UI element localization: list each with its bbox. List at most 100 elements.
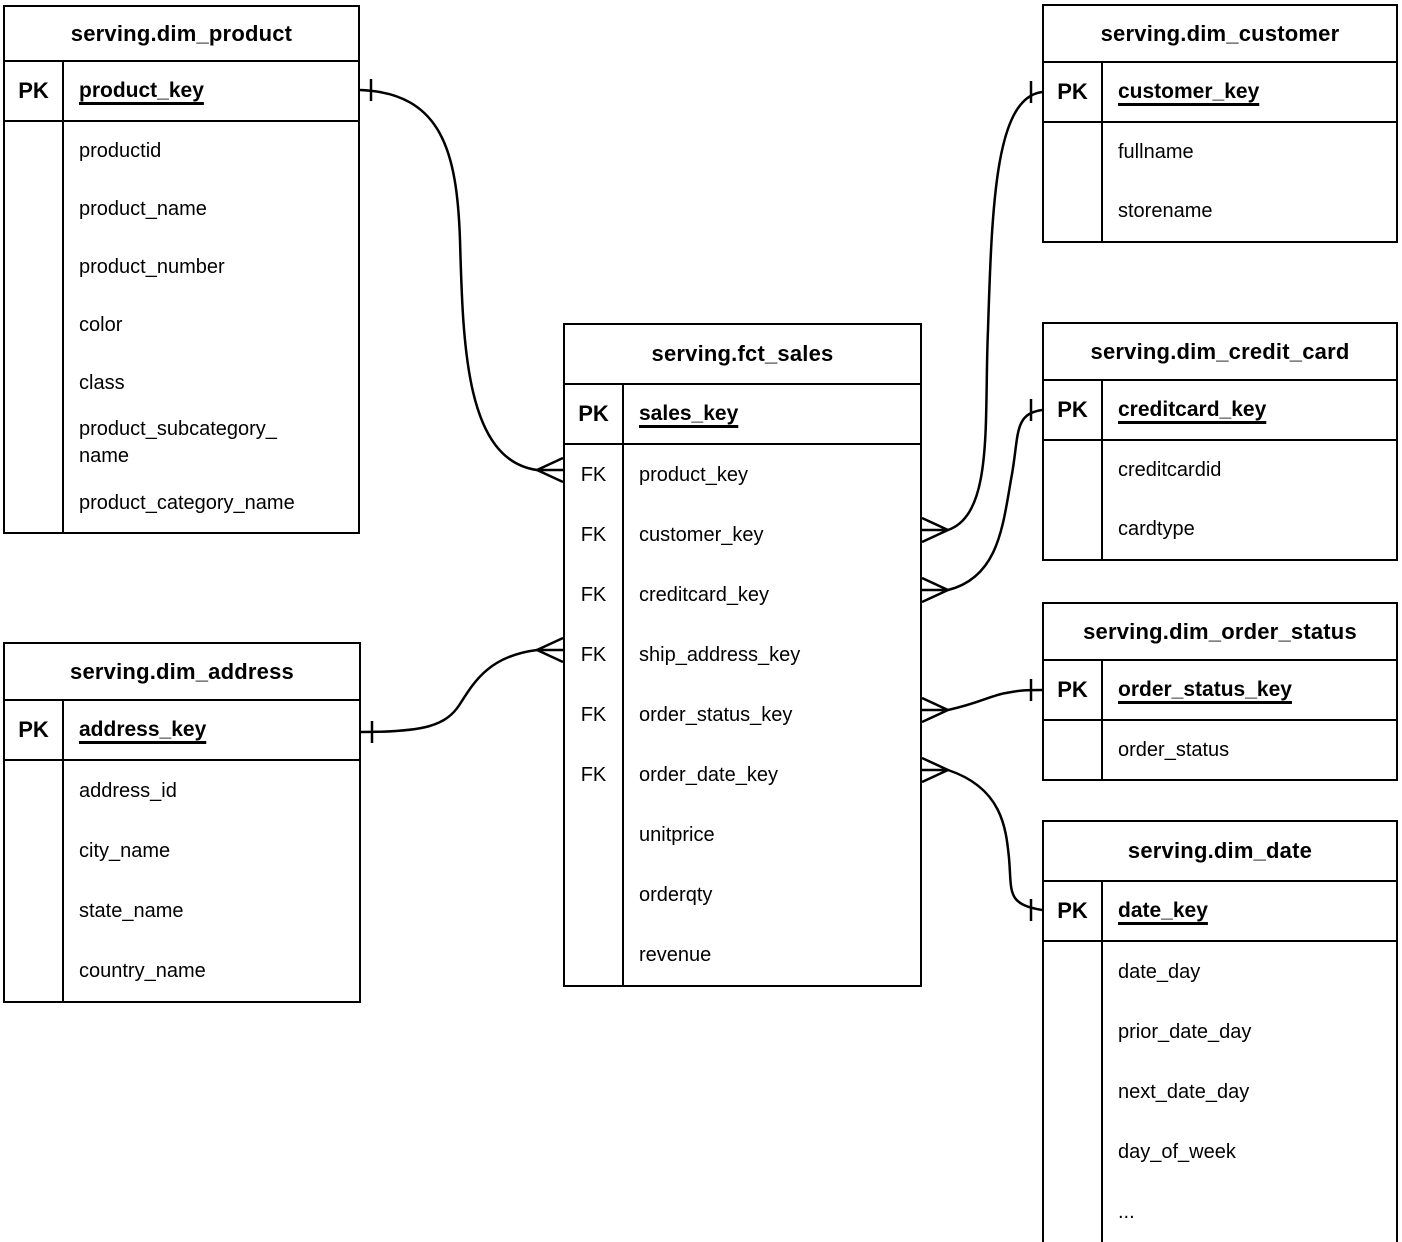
- field-name: creditcard_key: [639, 583, 770, 606]
- table-row: date_day: [1044, 942, 1396, 1002]
- table-dim-address: serving.dim_address PK address_key addre…: [3, 642, 361, 1003]
- many-crowfoot-icon: [921, 516, 950, 544]
- many-crowfoot-icon: [921, 756, 950, 784]
- relationship-line: [947, 768, 1043, 912]
- table-row: order_status: [1044, 721, 1396, 779]
- field-name: next_date_day: [1118, 1080, 1250, 1103]
- field-name: state_name: [79, 899, 184, 922]
- field-name: revenue: [639, 943, 712, 966]
- key-label: [5, 238, 64, 296]
- pk-field-name: order_status_key: [1118, 677, 1292, 701]
- many-crowfoot-icon: [535, 636, 564, 664]
- table-row: creditcardid: [1044, 441, 1396, 500]
- key-label: [1044, 1062, 1103, 1122]
- table-row: address_id: [5, 761, 359, 821]
- table-row: unitprice: [565, 805, 920, 865]
- key-label: [565, 805, 624, 865]
- table-row: product_category_name: [5, 474, 358, 532]
- field-name: product_name: [79, 197, 207, 220]
- key-label: [5, 474, 64, 532]
- table-row: next_date_day: [1044, 1062, 1396, 1122]
- key-label: [5, 180, 64, 238]
- field-name: product_number: [79, 255, 225, 278]
- key-label: [5, 941, 64, 1001]
- table-row: FK order_date_key: [565, 745, 920, 805]
- key-label: [5, 122, 64, 180]
- key-label: [1044, 942, 1103, 1002]
- table-row: FK customer_key: [565, 505, 920, 565]
- key-label: [565, 865, 624, 925]
- table-row: class: [5, 354, 358, 412]
- pk-field-name: date_key: [1118, 898, 1208, 922]
- field-name: order_date_key: [639, 763, 778, 786]
- field-name: product_subcategory_ name: [79, 418, 277, 467]
- relationship-line: [947, 408, 1043, 592]
- many-crowfoot-icon: [921, 576, 950, 604]
- field-name: order_status_key: [639, 703, 793, 726]
- key-label: [5, 296, 64, 354]
- key-label: [1044, 1002, 1103, 1062]
- relationship-orderdate-sales: [921, 756, 1043, 921]
- pk-key-label: PK: [5, 701, 64, 759]
- field-name: customer_key: [639, 523, 764, 546]
- pk-field-name: sales_key: [639, 401, 739, 425]
- pk-row: PK product_key: [5, 62, 358, 122]
- field-name: prior_date_day: [1118, 1020, 1252, 1043]
- key-label: [5, 412, 64, 474]
- pk-field-name: creditcard_key: [1118, 397, 1267, 421]
- table-dim-product: serving.dim_product PK product_key produ…: [3, 5, 360, 534]
- many-crowfoot-icon: [535, 456, 564, 484]
- table-fields: date_day prior_date_day next_date_day day_o…: [1044, 942, 1396, 1242]
- key-label: [1044, 123, 1103, 182]
- key-label: [5, 761, 64, 821]
- table-row: ...: [1044, 1182, 1396, 1242]
- table-fields: address_id city_name state_name country_nam…: [5, 761, 359, 1001]
- key-label: [5, 821, 64, 881]
- field-name: day_of_week: [1118, 1140, 1236, 1163]
- table-dim-order-status: serving.dim_order_status PK order_status…: [1042, 602, 1398, 781]
- relationship-line: [947, 90, 1043, 532]
- field-name: storename: [1118, 200, 1213, 222]
- table-row: prior_date_day: [1044, 1002, 1396, 1062]
- pk-field-name: address_key: [79, 717, 207, 741]
- field-name: ...: [1118, 1200, 1135, 1223]
- table-row: state_name: [5, 881, 359, 941]
- key-label: [1044, 441, 1103, 500]
- table-row: product_subcategory_ name: [5, 412, 358, 474]
- pk-row: PK creditcard_key: [1044, 381, 1396, 441]
- table-row: cardtype: [1044, 500, 1396, 559]
- table-row: revenue: [565, 925, 920, 985]
- table-title: serving.dim_order_status: [1044, 604, 1396, 661]
- field-name: product_key: [639, 463, 748, 486]
- pk-row: PK order_status_key: [1044, 661, 1396, 721]
- pk-field-name: customer_key: [1118, 79, 1260, 103]
- table-dim-credit-card: serving.dim_credit_card PK creditcard_ke…: [1042, 322, 1398, 561]
- pk-key-label: PK: [1044, 381, 1103, 439]
- key-label: FK: [565, 745, 624, 805]
- field-name: orderqty: [639, 883, 713, 906]
- key-label: FK: [565, 565, 624, 625]
- table-title: serving.dim_product: [5, 7, 358, 62]
- pk-row: PK address_key: [5, 701, 359, 761]
- table-fields: order_status: [1044, 721, 1396, 779]
- relationship-creditcard-sales: [921, 399, 1043, 604]
- table-row: country_name: [5, 941, 359, 1001]
- pk-field-name: product_key: [79, 78, 204, 102]
- key-label: FK: [565, 685, 624, 745]
- table-dim-customer: serving.dim_customer PK customer_key ful…: [1042, 4, 1398, 243]
- field-name: cardtype: [1118, 518, 1195, 540]
- field-name: productid: [79, 139, 162, 162]
- key-label: [1044, 182, 1103, 241]
- key-label: FK: [565, 505, 624, 565]
- field-name: city_name: [79, 839, 171, 862]
- field-name: creditcardid: [1118, 459, 1222, 481]
- key-label: [1044, 1182, 1103, 1242]
- key-label: [565, 925, 624, 985]
- field-name: address_id: [79, 779, 177, 802]
- pk-row: PK date_key: [1044, 882, 1396, 942]
